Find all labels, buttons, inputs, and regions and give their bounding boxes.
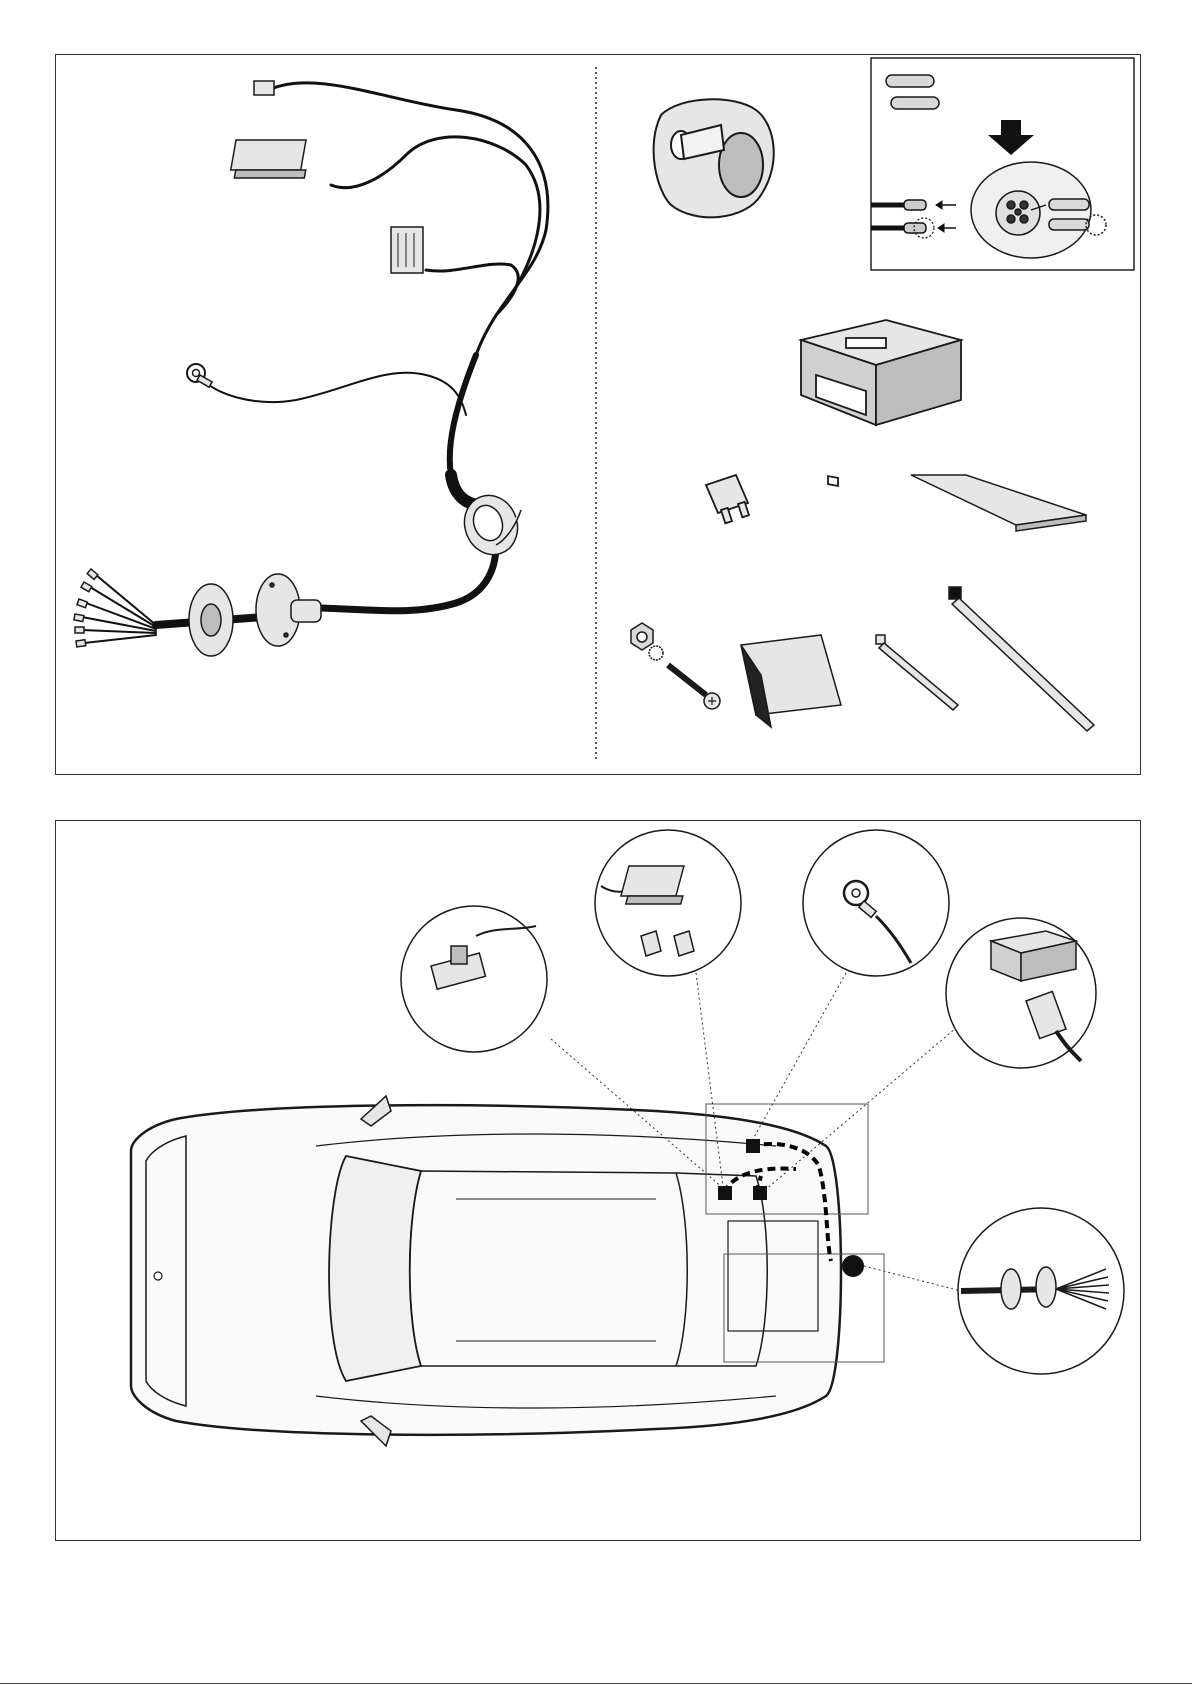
ground-point-marker: [746, 1139, 760, 1153]
parts-panel: [55, 54, 1141, 775]
car-installation-illustration: [56, 821, 1142, 1542]
module-plug-icon: [391, 227, 423, 273]
wiring-harness: [82, 83, 548, 643]
cable-tie-large-icon: [949, 587, 1094, 731]
small-plug-icon: [254, 81, 274, 95]
pin-insertion-detail: [871, 58, 1134, 270]
footer-rule: [0, 1683, 1192, 1684]
contact-pin-icon: [891, 97, 939, 109]
cable-tie-small-icon: [876, 635, 958, 710]
fuse-point-marker: [718, 1186, 732, 1200]
contact-pin-icon: [886, 75, 934, 87]
callout-module-connector: [946, 918, 1096, 1068]
socket-point-marker: [842, 1255, 864, 1277]
callout-fuse-connector: [595, 830, 741, 976]
trailer-socket-icon: [654, 99, 774, 217]
ring-terminal-icon: [187, 364, 212, 387]
car-top-view: [131, 1096, 841, 1446]
parts-illustration: [56, 55, 1142, 776]
multi-pin-connector-icon: [231, 140, 306, 178]
callout-ground-point: [803, 830, 949, 976]
car-installation-panel: [55, 820, 1141, 1541]
control-module-icon: [801, 320, 961, 486]
module-point-marker: [753, 1186, 767, 1200]
adhesive-pad-icon: [741, 635, 841, 727]
harness-connectors: [74, 81, 526, 656]
wire-terminals-icon: [74, 569, 98, 647]
foam-strip-icon: [911, 475, 1086, 531]
callout-socket-grommet: [958, 1208, 1124, 1374]
screw-set-icon: [631, 623, 720, 709]
blade-fuse-icon: [706, 475, 749, 523]
callout-tail-light-connector: [401, 906, 547, 1052]
